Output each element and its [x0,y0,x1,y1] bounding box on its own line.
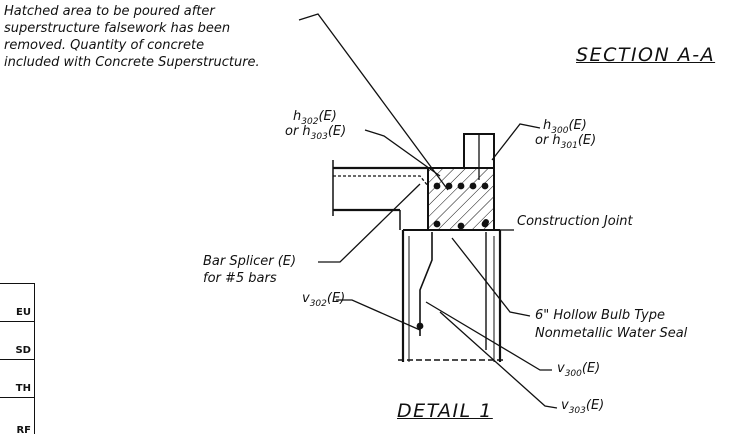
table-cell: EU [16,307,31,318]
leader-v303 [439,311,558,409]
leader-v302 [336,299,421,331]
label-bar-splicer-1: Bar Splicer (E) [203,254,297,269]
table-row: EU [0,283,34,318]
hatched-pour-area [427,167,495,231]
note-line-2: superstructure falsework has been [4,21,231,36]
label-v303: v303(E) [561,398,605,416]
label-water-seal-1: 6" Hollow Bulb Type [535,308,665,323]
table-row: RF [0,397,34,436]
label-v300: v300(E) [557,361,601,379]
label-bar-splicer-2: for #5 bars [203,271,277,286]
rebar-dot [483,219,489,225]
rebar-dot [457,222,465,230]
note-line-3: removed. Quantity of concrete [4,38,205,53]
table-row: TH [0,359,34,394]
rebar-dot [416,322,424,330]
label-construction-joint: Construction Joint [517,214,633,229]
leader-bar-splicer [318,183,421,263]
leader-h300 [491,123,541,161]
detail-title: DETAIL 1 [397,400,493,422]
wall-outline [401,230,502,362]
rebar-dot [469,182,477,190]
note-leader [298,13,449,191]
rebar-dot [457,182,465,190]
wall-inner-lines [408,236,495,362]
label-v302: v302(E) [302,291,346,309]
title-block-table: EU SD TH RF [0,283,35,436]
water-seal [419,232,433,336]
note-line-4: included with Concrete Superstructure. [4,55,260,70]
label-h302: h302(E) [293,109,337,127]
note-line-1: Hatched area to be poured after [4,4,215,19]
rebar-dot [433,220,441,228]
table-cell: SD [15,345,31,356]
label-h300: h300(E) [543,118,587,136]
rebar-dot [445,182,453,190]
section-title: SECTION A-A [576,44,716,66]
table-cell: RF [16,425,31,436]
leader-v300 [425,301,552,371]
leader-water-seal [451,237,531,317]
rebar-dot [481,182,489,190]
leader-h302 [364,129,441,177]
label-water-seal-2: Nonmetallic Water Seal [535,326,688,341]
table-row: SD [0,321,34,356]
label-h301: or h301(E) [535,133,597,151]
label-h303: or h303(E) [285,124,347,142]
table-cell: TH [15,383,31,394]
rebar-dot [433,182,441,190]
